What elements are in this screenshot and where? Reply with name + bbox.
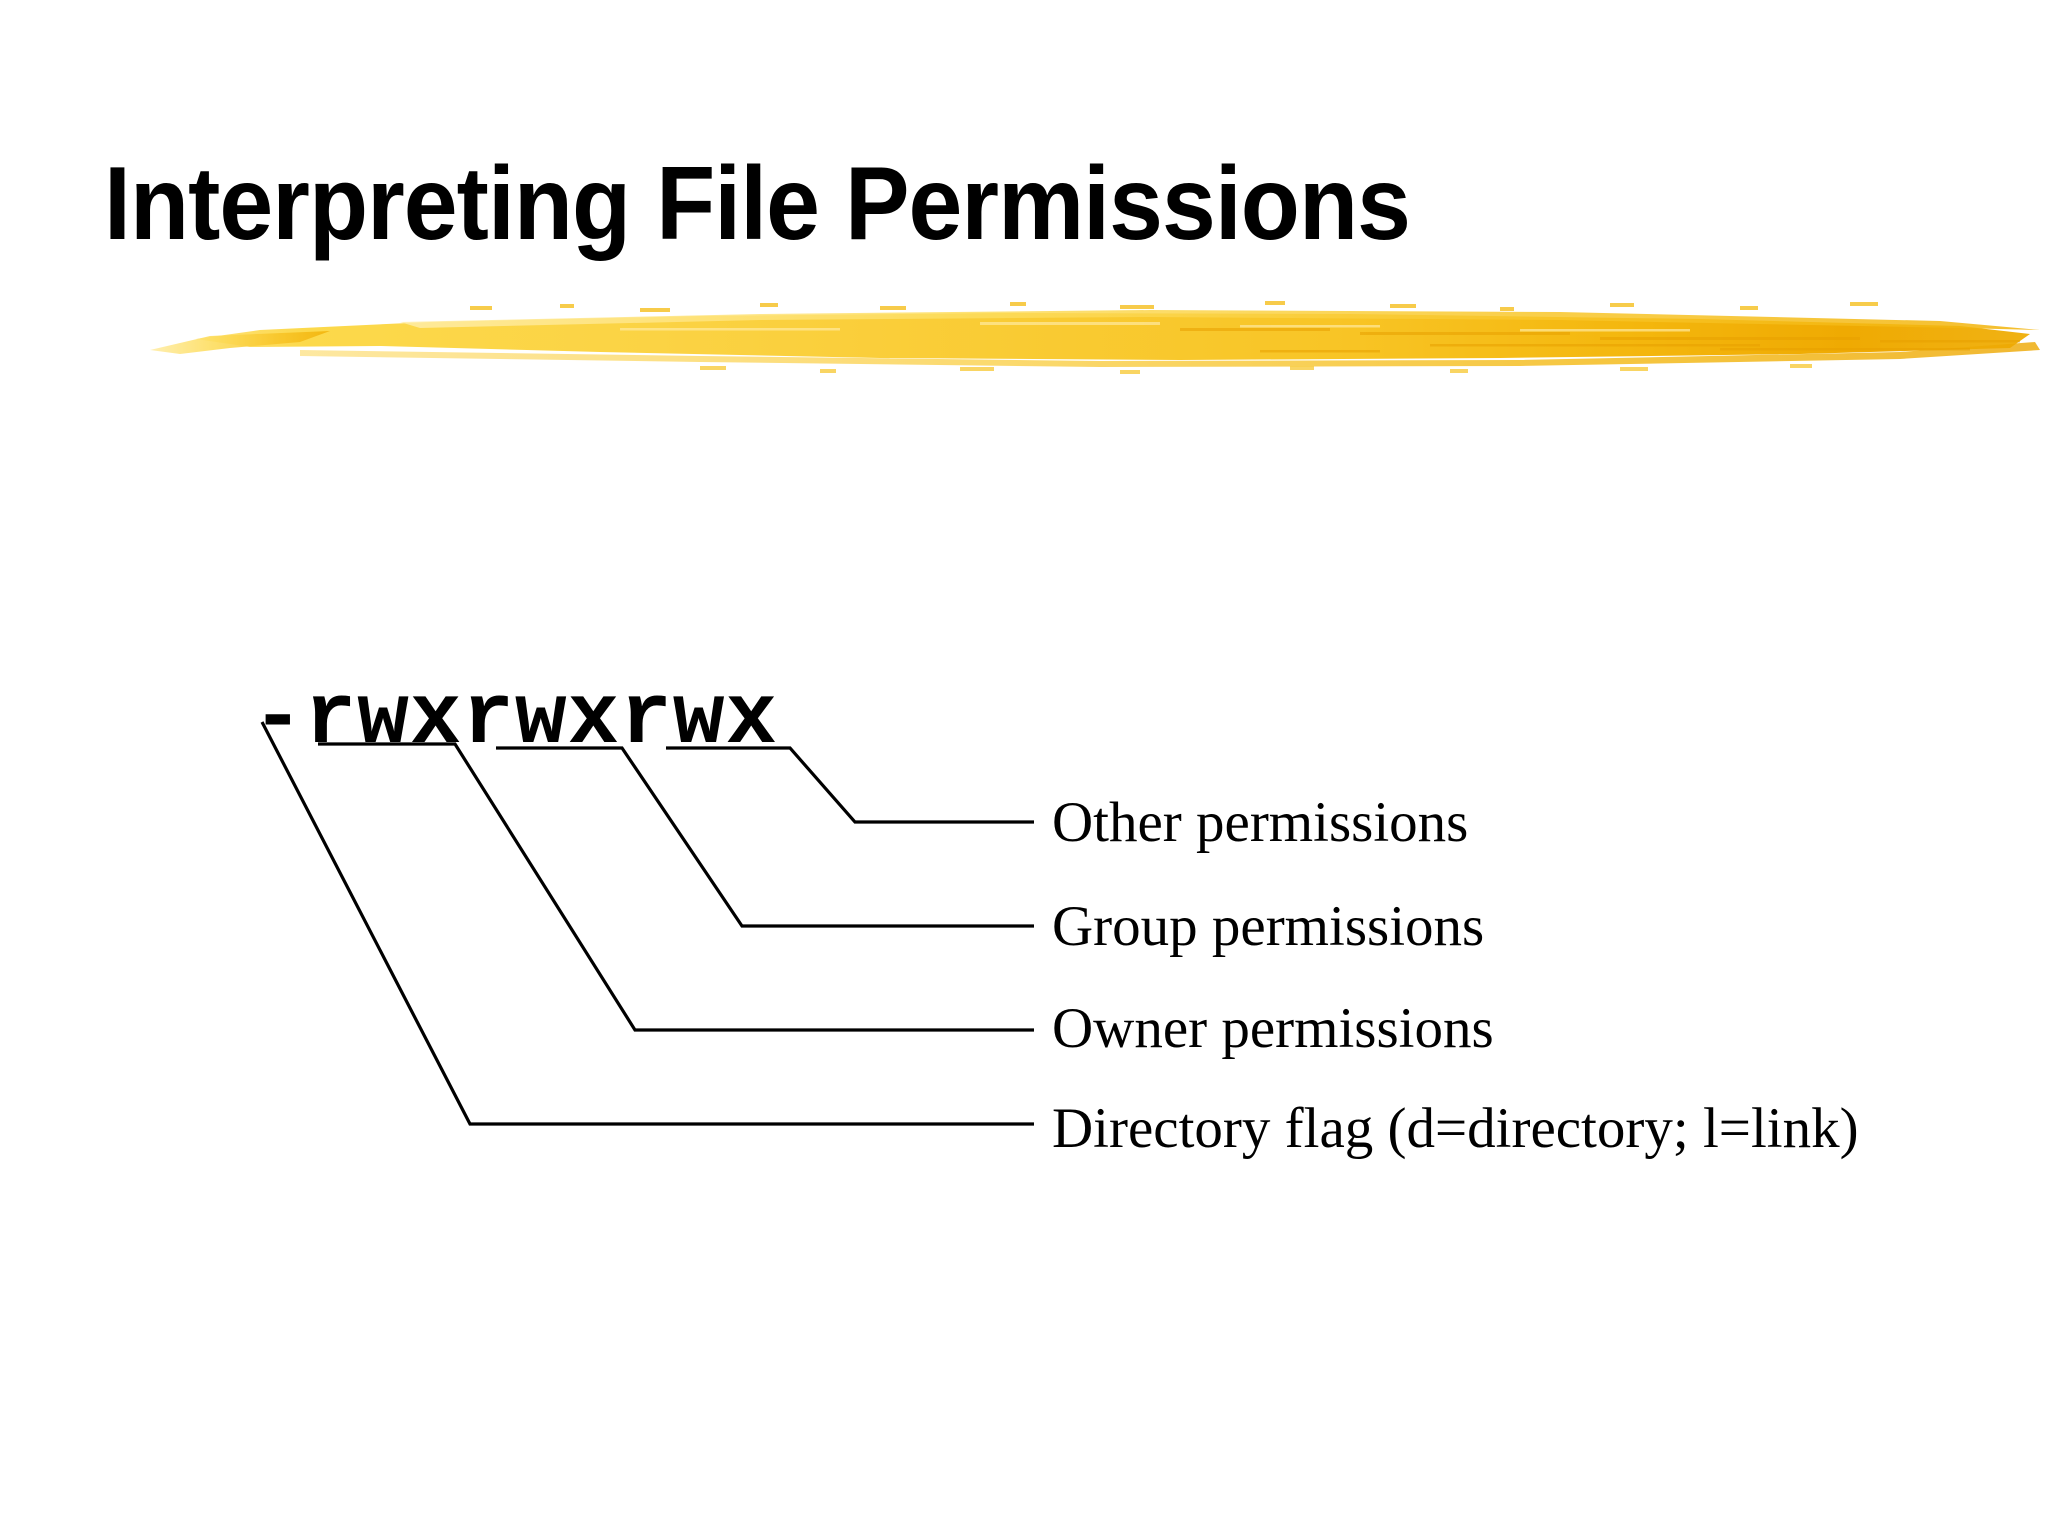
callout-label-directory-flag: Directory flag (d=directory; l=link) — [1052, 1097, 1859, 1160]
leader-line-owner — [318, 742, 1034, 1032]
permission-string: -rwxrwxrwx — [252, 670, 779, 768]
leader-line-directory-flag — [260, 721, 1034, 1126]
callout-label-other-permissions: Other permissions — [1052, 791, 1469, 854]
leader-line-group — [496, 746, 1034, 928]
yellow-brush-stroke-divider — [150, 301, 2040, 374]
page-title: Interpreting File Permissions — [104, 146, 1411, 262]
callout-label-group-permissions: Group permissions — [1052, 895, 1485, 958]
callout-label-owner-permissions: Owner permissions — [1052, 997, 1494, 1060]
